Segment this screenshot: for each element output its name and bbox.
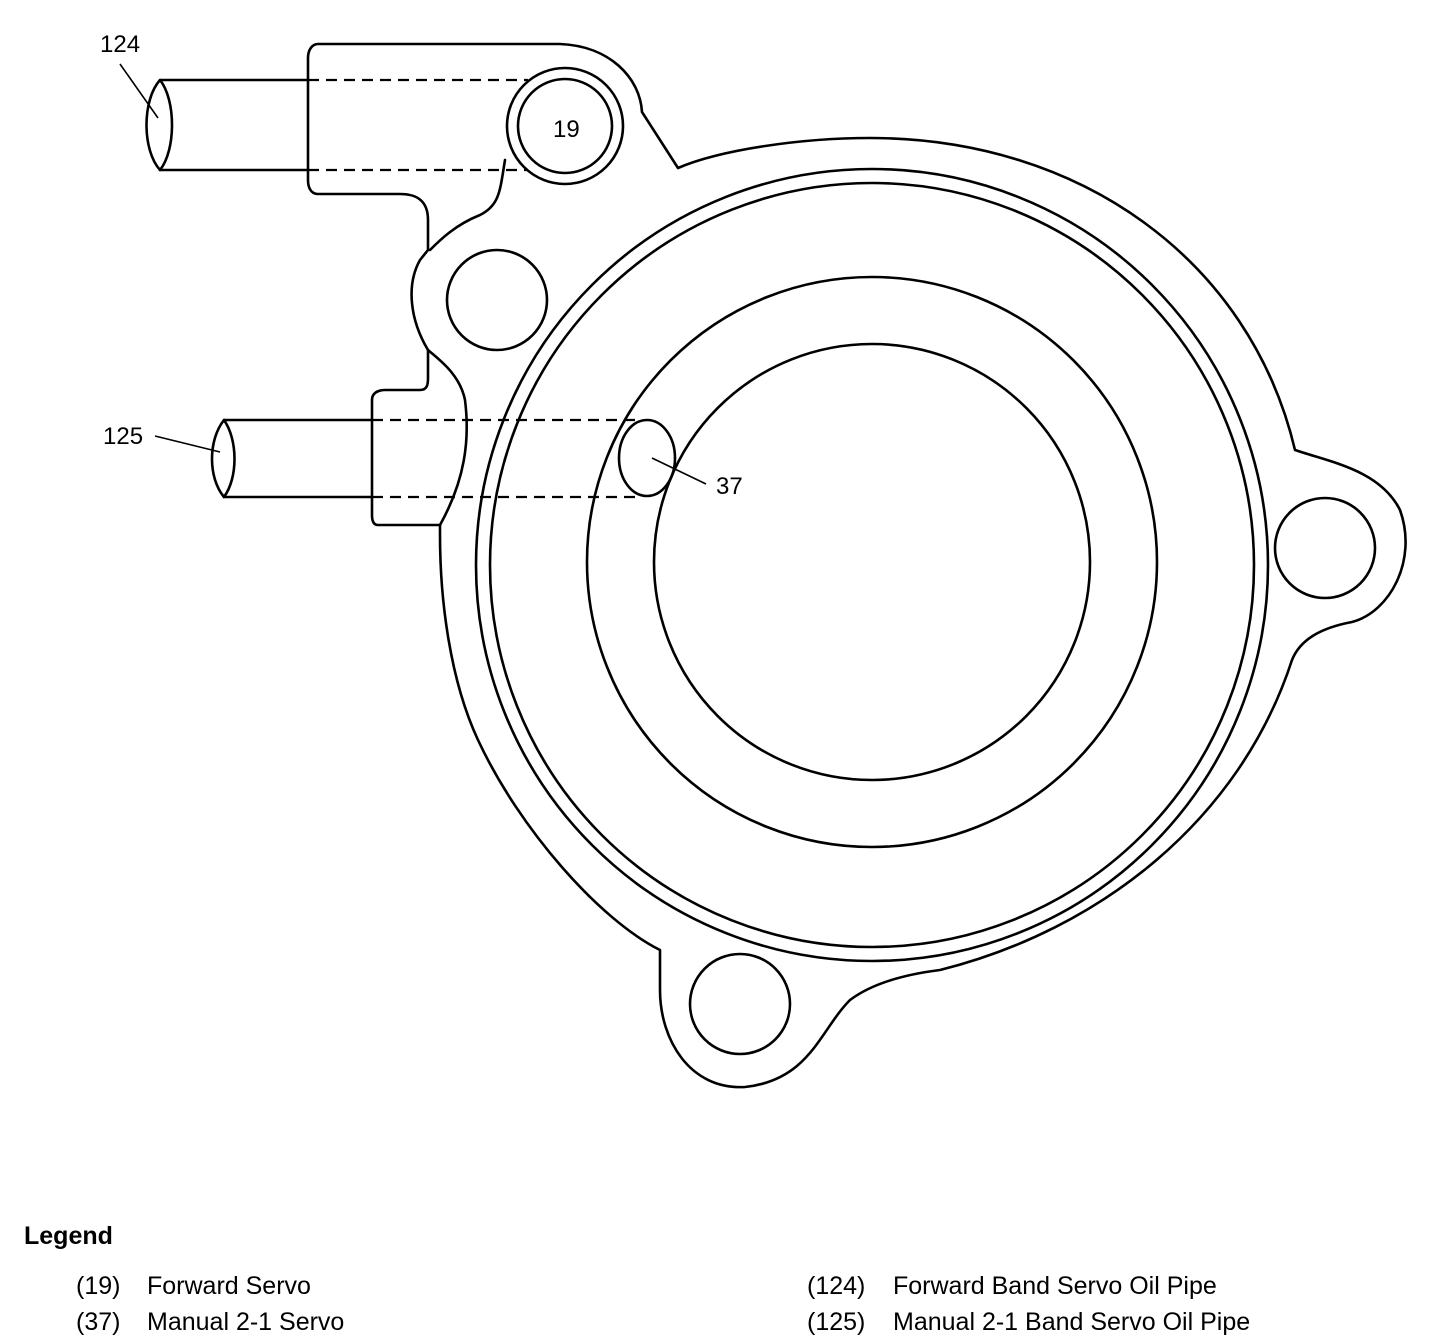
callout-37: 37 [716, 473, 743, 500]
callout-19: 19 [553, 116, 580, 143]
pipe-125 [222, 418, 374, 499]
outer-ring-2 [488, 181, 1256, 949]
legend-item: (124) Forward Band Servo Oil Pipe [807, 1272, 1217, 1301]
legend-number: (125) [807, 1308, 866, 1336]
callout-125: 125 [103, 423, 143, 450]
inner-bore [652, 342, 1092, 782]
outer-ring-1 [474, 167, 1270, 963]
upper-boss-edge [428, 158, 507, 252]
forward-servo-outer [505, 66, 625, 186]
lower-boss-edge [426, 348, 469, 527]
legend-item: (37) Manual 2-1 Servo [76, 1308, 344, 1337]
legend-number: (19) [76, 1272, 121, 1300]
legend-text: Forward Band Servo Oil Pipe [893, 1272, 1217, 1300]
pipe-124 [158, 78, 310, 172]
housing-outline [306, 42, 1407, 1089]
legend-text: Manual 2-1 Band Servo Oil Pipe [893, 1308, 1251, 1336]
servo-cover-diagram: 124 125 19 37 [100, 31, 1407, 1089]
middle-ring [585, 275, 1159, 849]
manual-servo-port [617, 418, 677, 498]
bolt-hole-left [445, 248, 549, 352]
legend-text: Manual 2-1 Servo [147, 1308, 345, 1336]
legend-number: (37) [76, 1308, 121, 1336]
callout-124: 124 [100, 31, 140, 58]
pipe-125-cut-end [210, 418, 236, 499]
legend-text: Forward Servo [147, 1272, 311, 1300]
bolt-hole-right [1273, 496, 1377, 600]
forward-servo-inner [516, 77, 614, 175]
pipe-124-cut-end [145, 78, 174, 172]
legend-item: (125) Manual 2-1 Band Servo Oil Pipe [807, 1308, 1250, 1337]
legend-item: (19) Forward Servo [76, 1272, 311, 1301]
pipe-125-hidden [372, 418, 640, 499]
leader-124 [119, 63, 159, 119]
leader-37 [651, 457, 707, 485]
pipe-124-hidden [308, 78, 528, 172]
leader-125 [154, 435, 221, 453]
legend-number: (124) [807, 1272, 866, 1300]
legend-title: Legend [24, 1222, 113, 1250]
bolt-hole-bottom [688, 952, 792, 1056]
